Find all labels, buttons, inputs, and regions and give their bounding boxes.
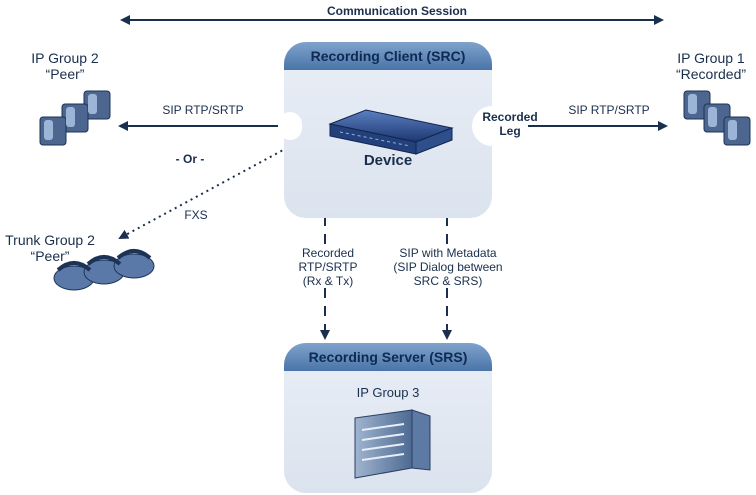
communication-session-label: Communication Session: [326, 4, 468, 18]
recorded-media-label: Recorded RTP/SRTP (Rx & Tx): [286, 246, 370, 288]
src-left-notch: [278, 112, 302, 140]
recorded-media-line-1: Recorded: [301, 246, 355, 260]
trunk-group-2-name: Trunk Group 2: [5, 232, 95, 248]
left-link-label: SIP RTP/SRTP: [162, 103, 244, 117]
ip-group-2-name: IP Group 2: [31, 50, 99, 66]
or-label: - Or -: [175, 152, 205, 166]
right-link-label: SIP RTP/SRTP: [568, 103, 650, 117]
device-label: Device: [363, 152, 413, 169]
sip-metadata-line-3: SRC & SRS): [413, 274, 483, 288]
recording-server-title: Recording Server (SRS): [284, 343, 492, 371]
src-right-notch: [472, 106, 528, 146]
recording-server-box: Recording Server (SRS): [284, 343, 492, 493]
sip-metadata-label: SIP with Metadata (SIP Dialog between SR…: [384, 246, 512, 288]
recorded-media-line-2: RTP/SRTP: [298, 260, 358, 274]
sip-metadata-line-2: (SIP Dialog between: [393, 260, 503, 274]
recording-client-box: Recording Client (SRC): [284, 42, 492, 218]
recorded-leg-label: Recorded Leg: [470, 110, 550, 138]
ip-group-1-label: IP Group 1 “Recorded”: [666, 50, 756, 82]
recorded-media-line-3: (Rx & Tx): [302, 274, 354, 288]
fxs-label: FXS: [184, 208, 208, 222]
ip-group-2-label: IP Group 2 “Peer”: [20, 50, 110, 82]
ip-group-1-role: “Recorded”: [675, 66, 747, 82]
recorded-leg-line-1: Recorded: [482, 110, 538, 124]
trunk-group-2-role: “Peer”: [30, 248, 70, 264]
srs-group-label: IP Group 3: [356, 385, 420, 400]
trunk-group-2-label: Trunk Group 2 “Peer”: [0, 232, 100, 264]
sip-metadata-line-1: SIP with Metadata: [399, 246, 497, 260]
recording-client-title: Recording Client (SRC): [284, 42, 492, 70]
fxs-dotted-link: [118, 141, 300, 239]
recorded-leg-line-2: Leg: [499, 124, 521, 138]
ip-group-2-role: “Peer”: [45, 66, 85, 82]
ip-group-1-name: IP Group 1: [677, 50, 745, 66]
